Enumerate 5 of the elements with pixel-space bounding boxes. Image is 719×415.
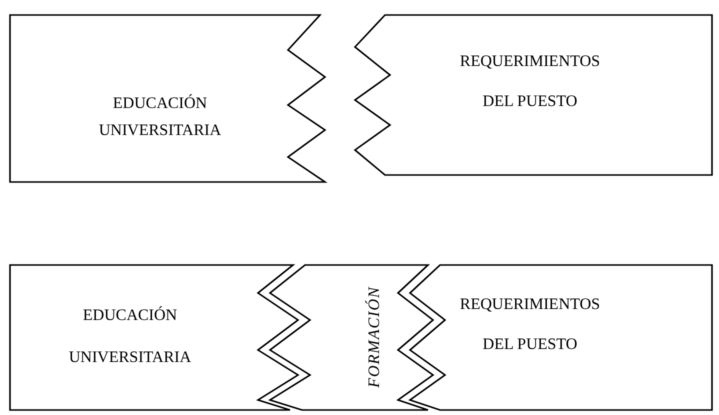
strip-label: FORMACIÓN (365, 285, 384, 390)
panel-label: REQUERIMIENTOS DEL PUESTO (458, 295, 602, 355)
panel-label: REQUERIMIENTOS DEL PUESTO (458, 52, 602, 112)
panel-label: EDUCACIÓN UNIVERSITARIA (98, 93, 222, 141)
panel-label: EDUCACIÓN UNIVERSITARIA (68, 305, 192, 368)
